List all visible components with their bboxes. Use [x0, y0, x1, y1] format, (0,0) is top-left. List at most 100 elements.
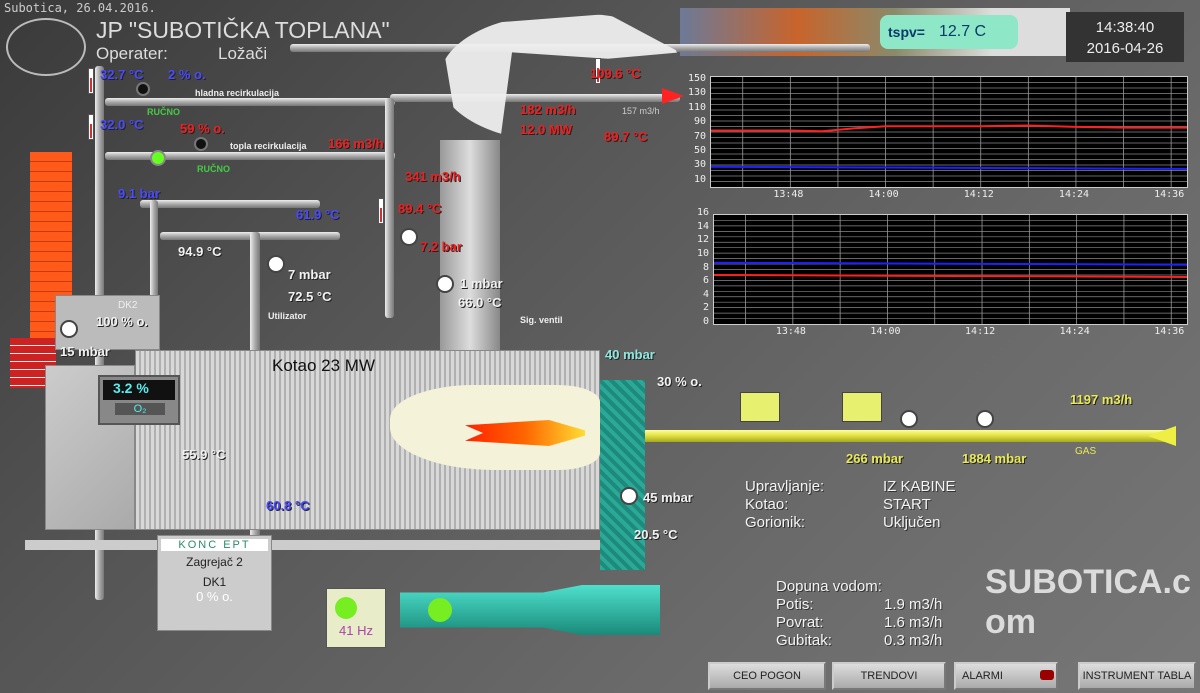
- label-fan-pressure: 45 mbar: [643, 490, 693, 505]
- water-title: Dopuna vodom:: [776, 578, 882, 595]
- pipe-cold-recirc: [105, 98, 395, 106]
- status-control-label: Upravljanje:: [745, 478, 825, 495]
- label-safety-valve: Sig. ventil: [520, 315, 563, 325]
- y-tick-label: 2: [702, 302, 709, 314]
- warm-recirc-pump[interactable]: [150, 150, 166, 166]
- vfd-indicator: [335, 597, 357, 619]
- tspv-value: 12.7 C: [938, 23, 987, 40]
- y-tick-label: 8: [702, 261, 709, 273]
- o2-analyzer: 3.2 % O₂: [98, 375, 180, 425]
- dk1-open: 0 % o.: [196, 589, 233, 604]
- y-tick-label: 0: [702, 316, 709, 327]
- operator-label: Operater:: [96, 44, 168, 63]
- gas-valve-2[interactable]: [842, 392, 882, 422]
- label-cold-recirc: hladna recirkulacija: [195, 88, 280, 98]
- o2-value: 3.2 %: [103, 380, 175, 400]
- series-blue: [713, 261, 1188, 266]
- x-tick-label: 14:24: [1058, 189, 1090, 200]
- clock-panel: 14:38:40 2016-04-26: [1066, 12, 1184, 62]
- water-return-value: 1.6 m3/h: [884, 614, 943, 631]
- water-push-value: 1.9 m3/h: [884, 596, 943, 613]
- warm-recirc-valve[interactable]: [194, 137, 208, 151]
- cold-recirc-valve[interactable]: [136, 82, 150, 96]
- x-tick-label: 14:00: [870, 326, 901, 337]
- label-chimney-pressure: 1 mbar: [460, 276, 503, 291]
- pipe-util-down: [150, 200, 158, 300]
- label-warm-recirc: topla recirkulacija: [230, 141, 307, 151]
- pressure-gauge-icon: [436, 275, 454, 293]
- gas-pressure-gauge-1: [900, 410, 918, 428]
- label-mode-manual-1: RUČNO: [147, 107, 180, 117]
- label-t-return: 32.0 °C: [100, 117, 144, 132]
- water-loss-label: Gubitak:: [776, 632, 832, 649]
- logo: [6, 18, 86, 76]
- label-utilizator: Utilizator: [268, 311, 307, 321]
- x-tick-label: 14:36: [1154, 189, 1185, 200]
- label-gas: GAS: [1075, 446, 1097, 457]
- label-flow-total: 341 m3/h: [405, 169, 461, 184]
- y-tick-label: 110: [687, 101, 706, 113]
- label-flow-warm: 166 m3/h: [328, 136, 384, 151]
- label-t-out: 109.6 °C: [590, 66, 641, 81]
- label-valve-warm-open: 59 % o.: [180, 121, 225, 136]
- fan-motor-indicator: [428, 598, 452, 622]
- trend-chart-temperature: [710, 76, 1188, 188]
- label-air-pressure: 40 mbar: [605, 347, 655, 362]
- y-tick-label: 10: [696, 247, 709, 259]
- label-util-pressure: 7 mbar: [288, 267, 331, 282]
- x-tick-label: 14:12: [965, 326, 996, 337]
- site-watermark: SUBOTICA.com: [985, 563, 1191, 641]
- label-t-cold-return: 32.7 °C: [100, 67, 144, 82]
- instrument-tabla-button[interactable]: INSTRUMENT TABLA: [1078, 662, 1196, 690]
- y-tick-label: 4: [702, 288, 709, 300]
- clock-date: 2016-04-26: [1086, 40, 1164, 57]
- y-tick-label: 30: [693, 159, 706, 171]
- x-tick-label: 14:24: [1059, 326, 1090, 337]
- label-util-temp: 72.5 °C: [288, 289, 332, 304]
- gas-arrow: [1148, 426, 1176, 446]
- ceo-pogon-button[interactable]: CEO POGON: [708, 662, 826, 690]
- konc-logo: KONC EPT: [161, 539, 268, 551]
- trendovi-button[interactable]: TRENDOVI: [832, 662, 946, 690]
- y-tick-label: 150: [687, 72, 706, 84]
- heater-box: KONC EPT Zagrejač 2 DK1 0 % o.: [157, 535, 272, 631]
- status-burner-label: Gorionik:: [745, 514, 806, 531]
- pipe-warm-recirc: [105, 152, 395, 160]
- x-tick-label: 14:36: [1154, 326, 1185, 337]
- water-loss-value: 0.3 m3/h: [884, 632, 943, 649]
- heater-label: Zagrejač 2: [186, 555, 243, 569]
- vfd-panel[interactable]: 41 Hz: [326, 588, 386, 648]
- series-blue: [710, 165, 1188, 170]
- y-tick-label: 10: [693, 173, 706, 185]
- tspv-display: tspv= 12.7 C: [880, 15, 1018, 49]
- label-gas-flow: 1197 m3/h: [1070, 392, 1133, 407]
- gas-valve-1[interactable]: [740, 392, 780, 422]
- label-valve-cold-open: 2 % o.: [168, 67, 206, 82]
- clock-time: 14:38:40: [1095, 19, 1155, 36]
- label-chimney-temp: 66.0 °C: [458, 295, 502, 310]
- boiler-name: Kotao 23 MW: [272, 356, 375, 375]
- water-return-label: Povrat:: [776, 614, 824, 631]
- status-control-value: IZ KABINE: [883, 478, 956, 495]
- label-flow-out-2: 157 m3/h: [622, 106, 660, 116]
- pipe-supply-vertical: [385, 98, 394, 318]
- thermometer-icon: [88, 114, 94, 140]
- label-power-out: 12.0 MW: [520, 122, 573, 137]
- pipe-supply: [390, 94, 680, 102]
- label-t-out-return: 89.7 °C: [604, 129, 648, 144]
- x-tick-label: 13:48: [775, 326, 806, 337]
- status-boiler-label: Kotao:: [745, 496, 789, 513]
- series-red: [713, 273, 1188, 278]
- tspv-label: tspv=: [888, 24, 925, 40]
- operator-value: Ložači: [218, 44, 268, 63]
- label-dk2: DK2: [118, 300, 138, 311]
- y-tick-label: 12: [696, 234, 709, 246]
- status-boiler-value: START: [883, 496, 931, 513]
- steel-chimney: [440, 140, 500, 350]
- label-t-flue-mid: 55.9 °C: [182, 447, 226, 462]
- alarm-indicator-icon: [1040, 670, 1054, 680]
- thermometer-icon: [88, 68, 94, 94]
- label-t-util-in: 61.9 °C: [296, 207, 340, 222]
- label-pressure-supply: 7.2 bar: [420, 239, 462, 254]
